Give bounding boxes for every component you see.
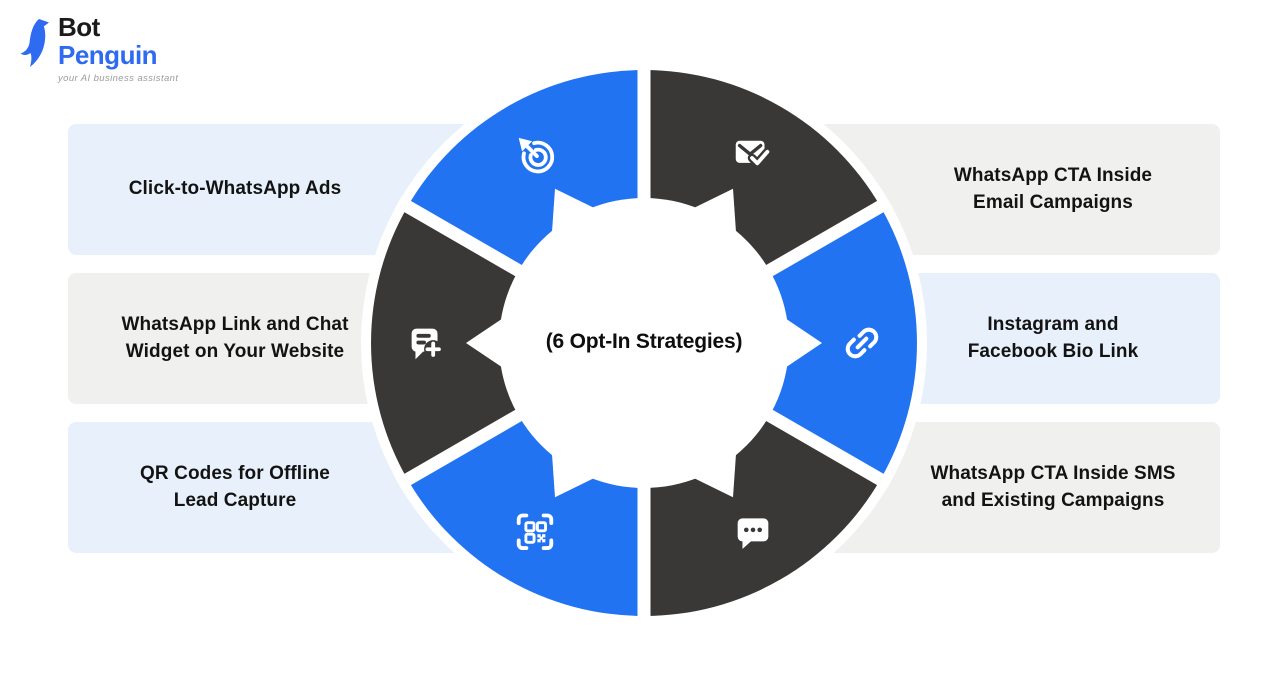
botpenguin-logo: Bot Penguin your AI business assistant bbox=[18, 14, 178, 84]
band-label-text: WhatsApp CTA Inside SMS and Existing Cam… bbox=[930, 462, 1176, 511]
logo-text-bot: Bot bbox=[58, 12, 100, 42]
email-check-icon bbox=[736, 141, 768, 164]
band-label-text: WhatsApp Link and Chat Widget on Your We… bbox=[121, 313, 349, 362]
band-label-text: Instagram and Facebook Bio Link bbox=[967, 313, 1139, 362]
band-label-text: Click-to-WhatsApp Ads bbox=[128, 178, 342, 200]
logo-text-penguin: Penguin bbox=[58, 40, 158, 70]
logo-tagline: your AI business assistant bbox=[58, 73, 179, 84]
penguin-logo-icon bbox=[20, 19, 49, 67]
band-label-text: QR Codes for Offline Lead Capture bbox=[140, 462, 330, 511]
wheel-center-disc bbox=[499, 198, 789, 488]
wheel-center-title: (6 Opt-In Strategies) bbox=[545, 330, 743, 353]
band-label-text: WhatsApp CTA Inside Email Campaigns bbox=[953, 164, 1153, 213]
